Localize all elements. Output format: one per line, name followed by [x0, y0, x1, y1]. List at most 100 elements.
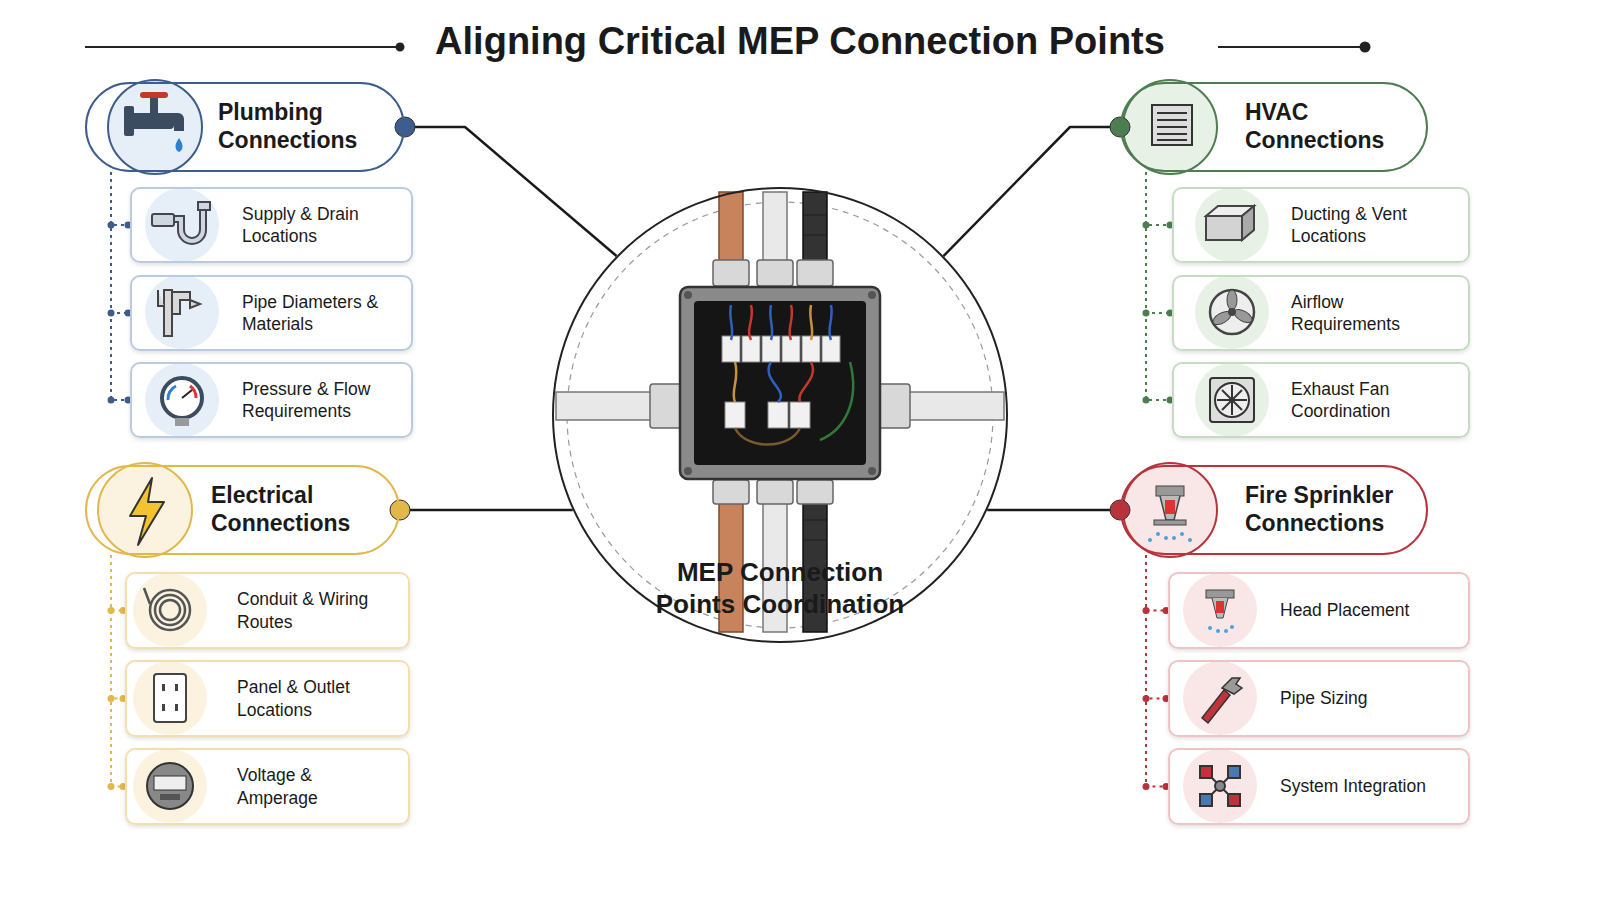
- sprinkler-icon-part-part: [1230, 625, 1234, 629]
- sprinkler-icon: [1206, 590, 1234, 633]
- item-icon-discs-part: [133, 661, 207, 735]
- sprinkler-icon-part: [1206, 590, 1234, 598]
- junction-box-illustration-part-part: [757, 480, 793, 504]
- dotted-branch: [1146, 172, 1172, 400]
- conduit-coil-icon-part: [160, 600, 180, 620]
- sprinkler-head-icon-part-part: [1188, 538, 1192, 542]
- dotted-branch: [111, 555, 125, 787]
- outlet-icon-part-part: [162, 684, 165, 691]
- item-icon-discs-part: [1195, 363, 1269, 437]
- item-icon-discs-part: [1183, 661, 1257, 735]
- topic-box: Head Placement: [1168, 572, 1470, 649]
- topic-box: Conduit & Wiring Routes: [125, 572, 410, 649]
- vent-grille-icon-part-part: [1157, 139, 1187, 141]
- item-icon-discs-part: [145, 275, 219, 349]
- junction-box-illustration-part: [730, 305, 853, 445]
- dotted-branch: [111, 555, 125, 699]
- topic-box: Pressure & Flow Requirements: [130, 362, 413, 438]
- outlet-icon-part: [154, 674, 186, 722]
- junction-box-illustration-part: [680, 287, 880, 479]
- topic-box: Supply & Drain Locations: [130, 187, 413, 263]
- group-title: Fire Sprinkler Connections: [1245, 482, 1410, 537]
- vent-grille-icon-part: [1123, 80, 1217, 174]
- faucet-icon-part: [124, 106, 134, 136]
- network-icon-part: [1228, 794, 1240, 806]
- conduit-coil-icon-part: [155, 595, 185, 625]
- branch-dot: [1143, 783, 1150, 790]
- topic-box: Pipe Sizing: [1168, 660, 1470, 737]
- p-trap-icon-part: [174, 208, 206, 244]
- wrench-icon-part: [1222, 678, 1242, 694]
- fan-icon-part: [1211, 290, 1254, 327]
- meter-icon: [147, 763, 193, 809]
- title-rule-part: [1218, 46, 1365, 48]
- dotted-branch: [1146, 172, 1172, 313]
- topic-box: Panel & Outlet Locations: [125, 660, 410, 737]
- group-header: HVAC Connections: [1120, 82, 1428, 172]
- network-icon-part: [1200, 766, 1212, 778]
- wrench-icon-part: [1202, 690, 1230, 723]
- junction-box-illustration-part-part: [713, 480, 749, 504]
- connector-line: [943, 127, 1120, 256]
- caliper-icon-part: [164, 290, 172, 336]
- sprinkler-head-icon-part-part: [1180, 532, 1184, 536]
- topic-label: Panel & Outlet Locations: [237, 676, 387, 720]
- junction-box-illustration-part-part: [734, 362, 737, 402]
- connector-dot: [390, 500, 410, 520]
- junction-box-illustration-part-part: [810, 305, 812, 340]
- junction-box-illustration-part-part: [820, 362, 853, 440]
- conduit-coil-icon-part: [150, 590, 190, 630]
- junction-box-illustration-part-part: [803, 235, 827, 236]
- sprinkler-head-icon-part-part: [1164, 536, 1168, 540]
- junction-box-illustration-part-part: [684, 467, 692, 475]
- sprinkler-head-icon: [1123, 463, 1217, 557]
- caliper-icon-part: [172, 292, 190, 314]
- p-trap-icon: [152, 202, 210, 244]
- caliper-icon-part: [190, 300, 200, 308]
- item-icon-discs-part: [1183, 573, 1257, 647]
- sprinkler-head-icon-part: [1165, 500, 1175, 514]
- topic-label: System Integration: [1280, 775, 1426, 797]
- fan-icon-part: [1210, 290, 1254, 334]
- outlet-icon: [154, 674, 186, 722]
- group-title: Plumbing Connections: [218, 99, 383, 154]
- vent-grille-icon-part-part: [1157, 112, 1187, 114]
- topic-label: Exhaust Fan Coordination: [1291, 378, 1441, 422]
- exhaust-fan-icon-part-part: [1222, 390, 1242, 410]
- junction-box-illustration-part-part: [684, 291, 692, 299]
- p-trap-icon-part: [152, 214, 174, 226]
- sprinkler-icon-part-part: [1216, 629, 1220, 633]
- faucet-icon-part: [176, 138, 183, 152]
- lightning-icon-part: [130, 478, 164, 545]
- meter-icon-part: [147, 763, 193, 809]
- exhaust-fan-icon: [1210, 378, 1254, 422]
- connector: [1143, 555, 1170, 790]
- junction-box-illustration-part: [722, 336, 840, 428]
- vent-grille-icon-part: [1157, 113, 1187, 140]
- sprinkler-icon-part-part: [1208, 626, 1212, 630]
- p-trap-icon-part: [198, 202, 210, 210]
- vent-grille-icon-part-part: [1157, 126, 1187, 128]
- lightning-icon-part: [98, 463, 192, 557]
- sprinkler-head-icon-part: [1160, 496, 1180, 520]
- dotted-branch: [111, 555, 125, 611]
- group-header: Plumbing Connections: [85, 82, 405, 172]
- junction-box-illustration-part-part: [650, 384, 682, 428]
- junction-box-illustration-part-part: [770, 305, 772, 340]
- network-icon-part: [1200, 794, 1212, 806]
- pressure-gauge-icon-part: [162, 378, 202, 418]
- title-rule-part: [1361, 43, 1370, 52]
- junction-box-illustration-part-part: [797, 480, 833, 504]
- sprinkler-head-icon-part: [1148, 532, 1192, 542]
- junction-box-illustration-part-part: [769, 362, 781, 402]
- topic-label: Conduit & Wiring Routes: [237, 588, 387, 632]
- item-icon-discs-part: [145, 363, 219, 437]
- sprinkler-icon-part: [1212, 598, 1228, 618]
- group-title: Electrical Connections: [211, 482, 376, 537]
- connector: [390, 500, 573, 520]
- vent-grille-icon-part: [1152, 105, 1192, 145]
- group-header: Electrical Connections: [85, 465, 400, 555]
- sprinkler-head-icon-part: [1123, 463, 1217, 557]
- junction-box-illustration-part: [694, 301, 866, 465]
- caliper-icon: [158, 290, 200, 336]
